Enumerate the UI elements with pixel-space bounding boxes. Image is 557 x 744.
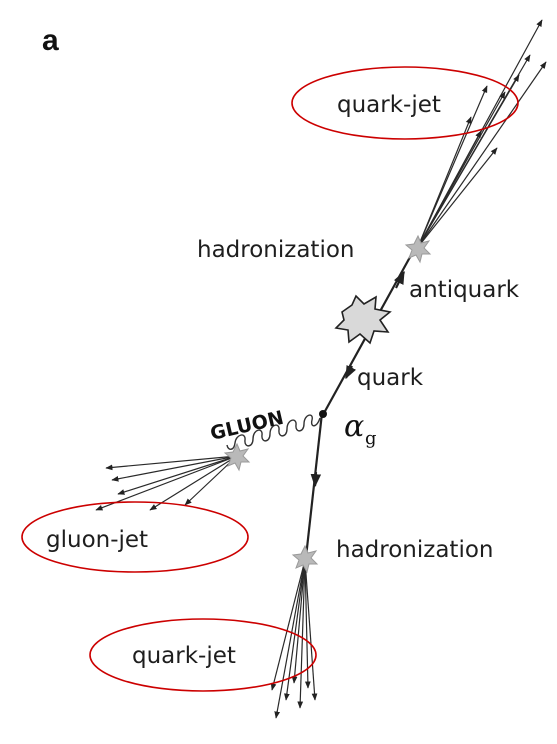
interaction-vertex xyxy=(319,410,327,418)
hadronization-bottom-label: hadronization xyxy=(336,537,494,563)
gluon-jet-label: gluon-jet xyxy=(46,527,148,553)
hadronization-star-bottom xyxy=(293,546,317,572)
collision-blob xyxy=(336,296,390,343)
hadronization-top-label: hadronization xyxy=(197,237,355,263)
quark-jet-top-label: quark-jet xyxy=(337,92,441,118)
antiquark-label: antiquark xyxy=(409,277,520,303)
quark-jet-top-fan xyxy=(418,20,546,247)
quark-label: quark xyxy=(357,365,424,391)
gluon-label: GLUON xyxy=(208,407,286,445)
quark-line-lower-arrow xyxy=(315,472,316,486)
alpha-g-symbol: α xyxy=(344,409,364,444)
alpha-g-subscript: g xyxy=(365,428,377,449)
quark-jet-bottom-fan xyxy=(272,560,315,718)
hadronization-star-top xyxy=(406,236,430,262)
panel-letter: a xyxy=(42,24,59,57)
quark-jet-bottom-label: quark-jet xyxy=(132,643,236,669)
